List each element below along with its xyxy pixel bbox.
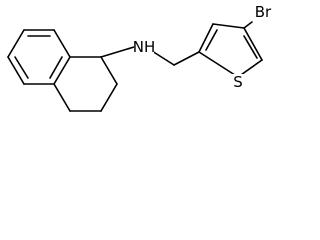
bond-ar-5 bbox=[7, 56, 25, 85]
thiophene-ring bbox=[198, 23, 263, 78]
bond-n-ch2 bbox=[151, 50, 175, 66]
saturated-cyclohexane-ring bbox=[53, 56, 118, 112]
bond-th-3 bbox=[243, 27, 263, 61]
bond-sat-2 bbox=[100, 56, 118, 85]
double-bond-th-right bbox=[243, 35, 258, 59]
double-bond-th-left bbox=[205, 29, 218, 51]
double-bond-ar-left bbox=[14, 56, 29, 79]
br-label-mask bbox=[253, 4, 275, 20]
aromatic-benzene-ring bbox=[7, 29, 71, 85]
nh-label-mask bbox=[134, 39, 154, 56]
bond-sat-3 bbox=[100, 83, 118, 112]
bond-ch2-thiophene bbox=[173, 51, 200, 66]
s-label-mask bbox=[232, 74, 245, 90]
bond-th-1 bbox=[198, 23, 214, 53]
bond-c-br bbox=[243, 21, 253, 29]
bond-ar-3 bbox=[53, 56, 71, 85]
bond-c-n bbox=[100, 46, 135, 58]
molecule-structure-diagram: NH Br S bbox=[7, 3, 275, 112]
atom-label-br: Br bbox=[255, 3, 272, 21]
atom-label-nh: NH bbox=[133, 38, 156, 56]
bond-th-5 bbox=[198, 51, 239, 78]
bond-ar-6 bbox=[7, 29, 25, 58]
bond-ar-2 bbox=[53, 29, 71, 58]
bond-sat-5 bbox=[53, 83, 71, 112]
double-bond-ar-right bbox=[49, 56, 63, 79]
amine-linker bbox=[100, 46, 200, 66]
bond-th-2 bbox=[212, 23, 245, 29]
atom-label-s: S bbox=[233, 73, 243, 91]
